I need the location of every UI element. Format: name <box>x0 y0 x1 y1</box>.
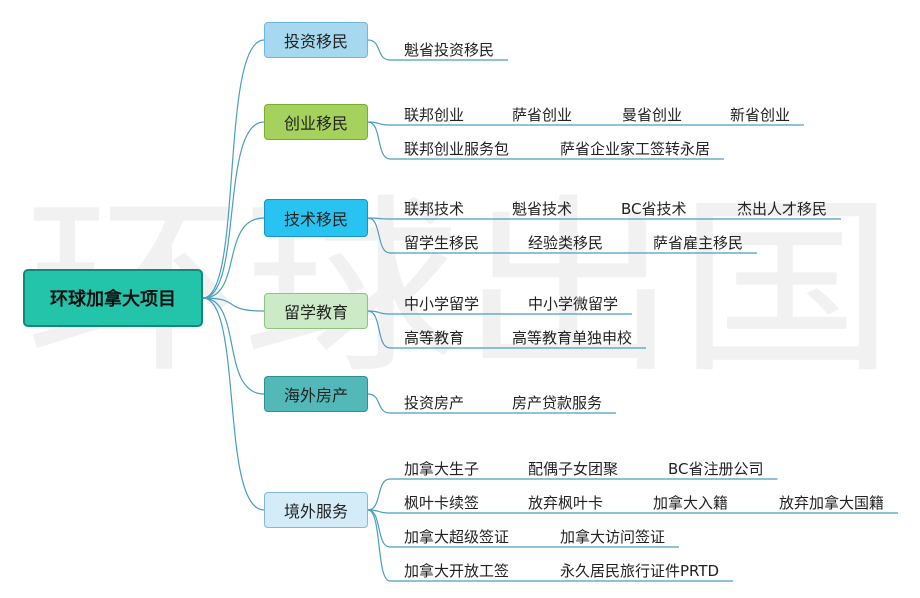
root-node[interactable]: 环球加拿大项目 <box>23 269 203 327</box>
root-to-branch-connector <box>202 39 265 299</box>
leaf-item[interactable]: 联邦创业 <box>404 106 465 124</box>
branch-label: 海外房产 <box>283 386 348 405</box>
leaf-item[interactable]: 加拿大超级签证 <box>404 528 510 546</box>
branch-label: 创业移民 <box>283 114 348 133</box>
leaf-item[interactable]: 联邦创业服务包 <box>404 140 510 158</box>
branch-label: 投资移民 <box>283 32 348 51</box>
leaf-row-underline <box>367 39 509 61</box>
leaf-item[interactable]: 新省创业 <box>730 106 791 124</box>
leaf-item[interactable]: 房产贷款服务 <box>512 394 603 412</box>
leaf-item[interactable]: BC省注册公司 <box>668 460 764 478</box>
leaf-row-underline <box>367 509 734 582</box>
leaf-row-underline <box>367 393 617 414</box>
leaf-item[interactable]: 枫叶卡续签 <box>404 494 480 512</box>
leaf-item[interactable]: 高等教育单独申校 <box>512 329 633 347</box>
leaf-item[interactable]: 加拿大开放工签 <box>404 562 510 580</box>
root-to-branch-connector <box>202 217 265 299</box>
leaf-row-underline <box>367 121 725 160</box>
leaf-item[interactable]: 留学生移民 <box>404 234 480 252</box>
leaf-item[interactable]: 中小学微留学 <box>528 295 619 313</box>
leaf-item[interactable]: 投资房产 <box>404 394 465 412</box>
root-label: 环球加拿大项目 <box>50 289 176 310</box>
leaf-item[interactable]: 放弃枫叶卡 <box>528 494 604 512</box>
leaf-item[interactable]: BC省技术 <box>621 200 687 218</box>
branch-label: 技术移民 <box>283 210 348 229</box>
leaf-item[interactable]: 杰出人才移民 <box>737 200 828 218</box>
leaf-item[interactable]: 中小学留学 <box>404 295 480 313</box>
leaf-row-underline <box>367 478 778 511</box>
branch-label: 留学教育 <box>283 303 348 322</box>
leaf-row-underline <box>367 310 647 349</box>
branch-node[interactable]: 境外服务 <box>264 492 368 528</box>
leaf-item[interactable]: 萨省雇主移民 <box>653 234 744 252</box>
leaf-item[interactable]: 联邦技术 <box>404 200 465 218</box>
leaf-item[interactable]: 配偶子女团聚 <box>528 460 619 478</box>
root-to-branch-connector <box>202 121 265 299</box>
branch-node[interactable]: 技术移民 <box>264 199 368 237</box>
leaf-item[interactable]: 加拿大入籍 <box>653 494 729 512</box>
branch-node[interactable]: 海外房产 <box>264 376 368 412</box>
root-to-branch-connector <box>202 297 265 312</box>
root-to-branch-connector <box>202 297 265 511</box>
leaf-item[interactable]: 高等教育 <box>404 329 465 347</box>
leaf-item[interactable]: 魁省技术 <box>512 200 573 218</box>
leaf-item[interactable]: 加拿大访问签证 <box>560 528 666 546</box>
leaf-item[interactable]: 放弃加拿大国籍 <box>779 494 885 512</box>
leaf-item[interactable]: 经验类移民 <box>528 234 604 252</box>
leaf-row-underline <box>367 509 680 548</box>
branch-node[interactable]: 留学教育 <box>264 293 368 329</box>
leaf-row-underline <box>367 121 805 126</box>
leaf-item[interactable]: 曼省创业 <box>622 106 683 124</box>
leaf-row-underline <box>367 310 633 315</box>
branch-node[interactable]: 创业移民 <box>264 104 368 140</box>
leaf-item[interactable]: 永久居民旅行证件PRTD <box>560 562 720 580</box>
leaf-item[interactable]: 萨省企业家工签转永居 <box>560 140 711 158</box>
leaf-item[interactable]: 魁省投资移民 <box>404 41 495 59</box>
root-to-branch-connector <box>202 297 265 395</box>
leaf-row-underline <box>367 217 842 220</box>
leaf-item[interactable]: 加拿大生子 <box>404 460 480 478</box>
branch-node[interactable]: 投资移民 <box>264 22 368 58</box>
leaf-row-underline <box>367 217 758 254</box>
leaf-row-underline <box>367 509 899 514</box>
leaf-item[interactable]: 萨省创业 <box>512 106 573 124</box>
branch-label: 境外服务 <box>283 502 348 521</box>
